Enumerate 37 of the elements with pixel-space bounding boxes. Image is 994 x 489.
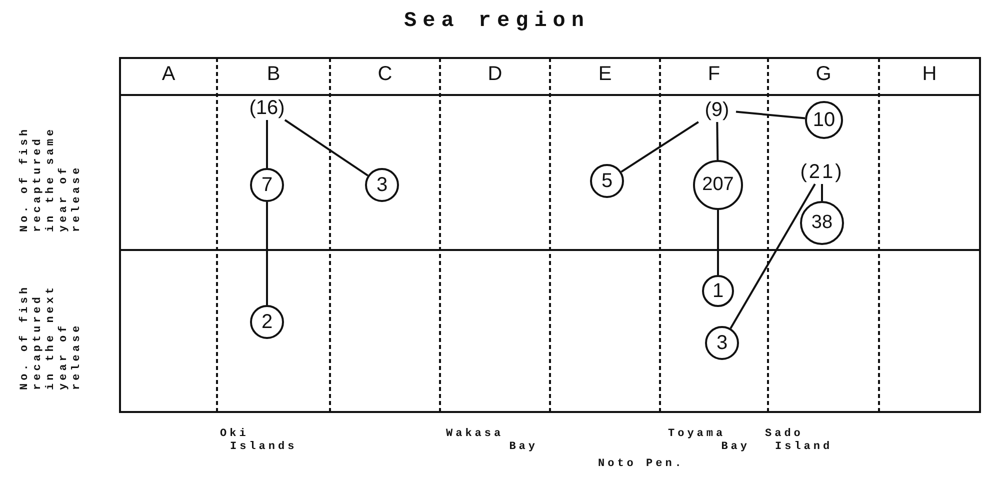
chart-title: Sea region (402, 10, 592, 33)
bracketed-count: (9) (698, 98, 736, 122)
count-circle: 5 (590, 164, 624, 198)
count-circle: 207 (693, 160, 743, 210)
connector-line (266, 120, 268, 168)
column-header: F (706, 63, 722, 86)
column-header: G (814, 63, 832, 86)
connector-line (284, 119, 368, 176)
column-header: C (376, 63, 394, 86)
count-circle: 10 (805, 101, 843, 139)
column-header: E (597, 63, 613, 86)
place-name: Toyama Bay (668, 428, 750, 454)
row-header: No. of fish recaptured in the same year of release (19, 124, 84, 232)
column-header: D (486, 63, 504, 86)
count-circle: 3 (365, 168, 399, 202)
count-circle: 7 (250, 168, 284, 202)
connector-line (266, 202, 268, 305)
place-name: Wakasa Bay (446, 428, 538, 454)
bracketed-count: (16) (245, 96, 289, 120)
bracketed-count: (21) (798, 160, 846, 184)
count-circle: 1 (702, 275, 734, 307)
column-header: A (160, 63, 176, 86)
connector-line (730, 184, 816, 329)
connector-line (736, 110, 806, 120)
connector-line (717, 210, 719, 275)
row-header: No. of fish recaptured in the next year of release (19, 283, 84, 390)
count-circle: 38 (800, 201, 844, 245)
connector-line (620, 121, 699, 173)
count-circle: 2 (250, 305, 284, 339)
connector-line (821, 184, 823, 201)
place-name: Sado Island (765, 428, 834, 454)
place-name: Noto Pen. (598, 458, 686, 471)
count-circle: 3 (705, 326, 739, 360)
place-name: Oki Islands (220, 428, 298, 454)
connector-line (716, 122, 719, 160)
column-header: H (921, 63, 938, 86)
column-header: B (266, 63, 282, 86)
